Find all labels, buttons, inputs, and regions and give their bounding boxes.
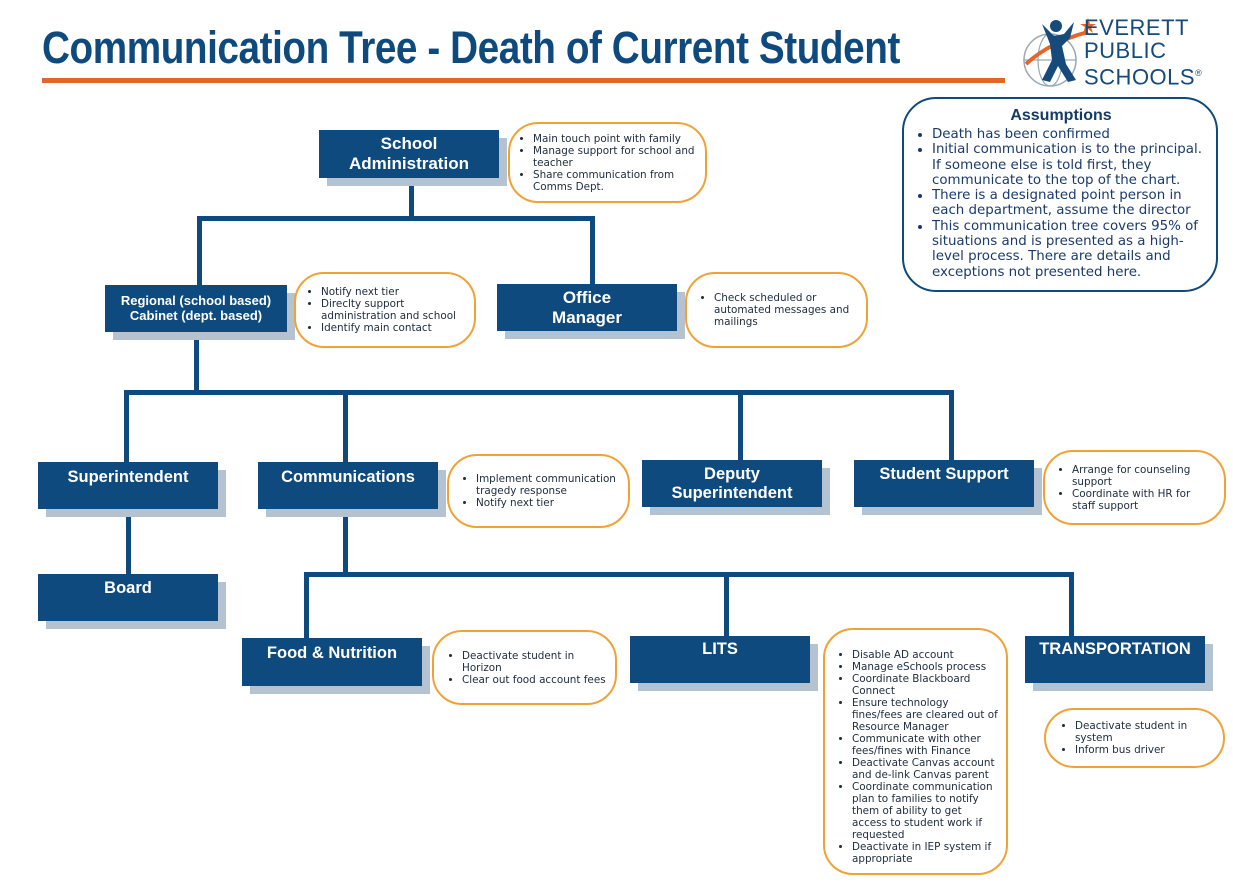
note-student-support: Arrange for counseling support Coordinat…: [1043, 450, 1226, 525]
note-item: Manage support for school and teacher: [533, 145, 697, 169]
connector: [304, 572, 309, 640]
note-item: Notify next tier: [476, 497, 620, 509]
note-item: Main touch point with family: [533, 133, 697, 145]
title-underline: [42, 78, 1005, 83]
assumption-item: There is a designated point person in ea…: [932, 188, 1208, 219]
note-item: Communicate with other fees/fines with F…: [852, 733, 998, 757]
connector: [343, 508, 348, 574]
node-student-support: Student Support: [854, 460, 1034, 507]
connector: [124, 390, 129, 462]
note-item: Deactivate student in system: [1075, 720, 1215, 744]
node-regional-cabinet: Regional (school based) Cabinet (dept. b…: [105, 285, 287, 332]
note-item: Coordinate communication plan to familie…: [852, 781, 998, 841]
note-item: Deactivate in IEP system if appropriate: [852, 841, 998, 865]
note-item: Ensure technology fines/fees are cleared…: [852, 697, 998, 733]
note-office-manager: Check scheduled or automated messages an…: [685, 272, 868, 348]
note-item: Arrange for counseling support: [1072, 464, 1216, 488]
note-item: Identify main contact: [321, 322, 466, 334]
person-star-icon: [1023, 18, 1096, 87]
assumption-item: Death has been confirmed: [932, 127, 1208, 142]
node-food-nutrition: Food & Nutrition: [242, 638, 422, 686]
node-superintendent: Superintendent: [38, 462, 218, 509]
node-board: Board: [38, 574, 218, 621]
note-item: Deactivate student in Horizon: [462, 650, 607, 674]
connector: [343, 390, 348, 462]
node-transportation: TRANSPORTATION: [1025, 636, 1205, 683]
connector: [197, 216, 202, 286]
connector: [949, 390, 954, 460]
connector: [126, 508, 131, 574]
assumption-item: Initial communication is to the principa…: [932, 142, 1208, 188]
logo-line-2: PUBLIC: [1084, 38, 1167, 63]
connector: [724, 572, 729, 636]
node-lits: LITS: [630, 636, 810, 683]
note-item: Check scheduled or automated messages an…: [714, 292, 856, 328]
assumptions-panel: Assumptions Death has been confirmed Ini…: [902, 97, 1218, 292]
connector: [590, 216, 595, 286]
node-deputy-superintendent: Deputy Superintendent: [642, 460, 822, 507]
note-item: Implement communication tragedy response: [476, 473, 620, 497]
note-food-nutrition: Deactivate student in Horizon Clear out …: [432, 630, 617, 705]
connector: [124, 390, 954, 395]
page-title: Communication Tree - Death of Current St…: [42, 22, 900, 73]
note-lits: Disable AD account Manage eSchools proce…: [823, 628, 1008, 875]
note-transportation: Deactivate student in system Inform bus …: [1044, 708, 1225, 768]
note-regional-cabinet: Notify next tier Direclty support admini…: [294, 272, 476, 348]
logo-line-1: EVERETT: [1084, 15, 1189, 40]
note-item: Disable AD account: [852, 649, 998, 661]
node-office-manager: Office Manager: [497, 284, 677, 331]
node-communications: Communications: [258, 462, 438, 509]
connector: [409, 178, 414, 218]
connector: [1069, 572, 1074, 636]
note-school-administration: Main touch point with family Manage supp…: [508, 122, 707, 203]
note-communications: Implement communication tragedy response…: [447, 454, 630, 528]
logo-line-3: SCHOOLS®: [1084, 64, 1203, 90]
note-item: Share communication from Comms Dept.: [533, 169, 697, 193]
connector: [304, 572, 1074, 577]
note-item: Manage eSchools process: [852, 661, 998, 673]
assumptions-title: Assumptions: [1010, 107, 1112, 124]
note-item: Coordinate Blackboard Connect: [852, 673, 998, 697]
note-item: Coordinate with HR for staff support: [1072, 488, 1216, 512]
connector: [194, 330, 199, 394]
note-item: Notify next tier: [321, 286, 466, 298]
connector: [197, 216, 595, 221]
note-item: Direclty support administration and scho…: [321, 298, 466, 322]
assumption-item: This communication tree covers 95% of si…: [932, 219, 1208, 280]
note-item: Clear out food account fees: [462, 674, 607, 686]
note-item: Deactivate Canvas account and de-link Ca…: [852, 757, 998, 781]
node-school-administration: School Administration: [319, 130, 499, 178]
connector: [738, 390, 743, 460]
note-item: Inform bus driver: [1075, 744, 1215, 756]
